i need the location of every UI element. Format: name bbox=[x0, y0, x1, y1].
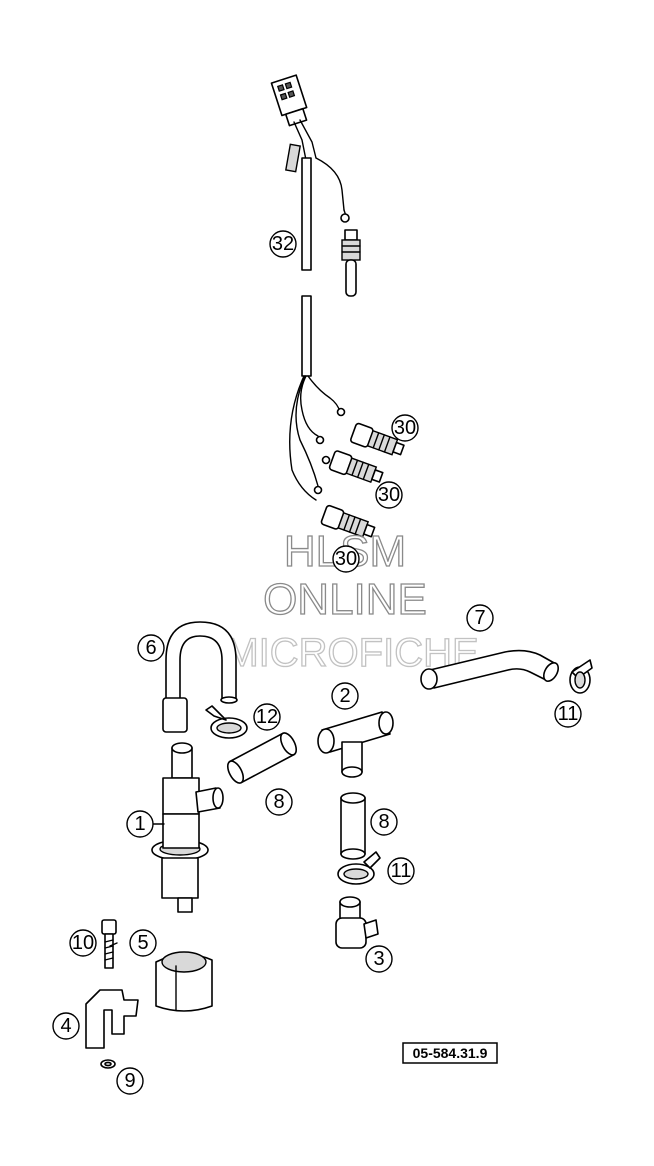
svg-text:1: 1 bbox=[134, 813, 145, 835]
callout-5: 5 bbox=[129, 929, 157, 957]
svg-text:30: 30 bbox=[335, 548, 357, 570]
hose-8-center bbox=[340, 792, 366, 860]
callout-12: 12 bbox=[253, 703, 281, 731]
t-piece-2 bbox=[317, 711, 394, 778]
callout-3: 3 bbox=[365, 945, 393, 973]
svg-text:8: 8 bbox=[273, 791, 284, 813]
leader-lines bbox=[109, 823, 165, 947]
svg-text:12: 12 bbox=[256, 706, 278, 728]
svg-text:30: 30 bbox=[378, 484, 400, 506]
washer-9 bbox=[100, 1059, 116, 1069]
svg-text:3: 3 bbox=[373, 948, 384, 970]
svg-text:11: 11 bbox=[558, 703, 579, 725]
wiring-harness-32 bbox=[270, 74, 361, 501]
callout-11-right: 11 bbox=[554, 700, 582, 728]
callout-10: 10 bbox=[69, 929, 97, 957]
svg-text:4: 4 bbox=[60, 1015, 71, 1037]
svg-text:11: 11 bbox=[391, 860, 412, 882]
svg-text:6: 6 bbox=[145, 637, 156, 659]
hose-bend-6 bbox=[162, 621, 238, 733]
callout-32: 32 bbox=[269, 230, 297, 258]
svg-text:10: 10 bbox=[72, 932, 94, 954]
callout-8-center: 8 bbox=[370, 808, 398, 836]
hose-clamp-12 bbox=[205, 705, 248, 739]
watermark: HLSM ONLINE MICROFICHE bbox=[225, 526, 480, 675]
callout-9: 9 bbox=[116, 1067, 144, 1095]
bracket-4 bbox=[85, 989, 139, 1049]
svg-text:32: 32 bbox=[272, 233, 294, 255]
callout-1: 1 bbox=[126, 810, 154, 838]
callout-8-left: 8 bbox=[265, 788, 293, 816]
callout-4: 4 bbox=[52, 1012, 80, 1040]
callout-30-b: 30 bbox=[375, 481, 403, 509]
svg-text:8: 8 bbox=[378, 811, 389, 833]
switch-sensor-30-a bbox=[350, 422, 405, 456]
elbow-fitting-3 bbox=[335, 896, 379, 949]
svg-text:7: 7 bbox=[474, 607, 485, 629]
switch-sensor-30-c bbox=[320, 504, 376, 538]
switch-sensor-30-b bbox=[328, 450, 384, 484]
reference-number: 05-584.31.9 bbox=[413, 1045, 488, 1061]
callout-6: 6 bbox=[137, 634, 165, 662]
svg-text:30: 30 bbox=[394, 417, 416, 439]
svg-text:9: 9 bbox=[124, 1070, 135, 1092]
hose-7 bbox=[420, 649, 560, 690]
callout-30-c: 30 bbox=[332, 545, 360, 573]
hose-8-left bbox=[226, 732, 298, 784]
watermark-line-2: ONLINE bbox=[263, 575, 427, 624]
hose-clamp-11-right bbox=[569, 659, 593, 694]
reference-number-box: 05-584.31.9 bbox=[402, 1042, 498, 1064]
svg-text:5: 5 bbox=[137, 932, 148, 954]
valve-1 bbox=[151, 742, 224, 913]
svg-text:2: 2 bbox=[339, 685, 350, 707]
rubber-sleeve-5 bbox=[155, 951, 213, 1012]
temperature-sensor bbox=[341, 229, 361, 297]
callout-11-center: 11 bbox=[387, 857, 415, 885]
callout-2: 2 bbox=[331, 682, 359, 710]
hose-clamp-11-center bbox=[337, 851, 381, 885]
screw-10 bbox=[101, 919, 117, 969]
callout-30-a: 30 bbox=[391, 414, 419, 442]
callout-7: 7 bbox=[466, 604, 494, 632]
